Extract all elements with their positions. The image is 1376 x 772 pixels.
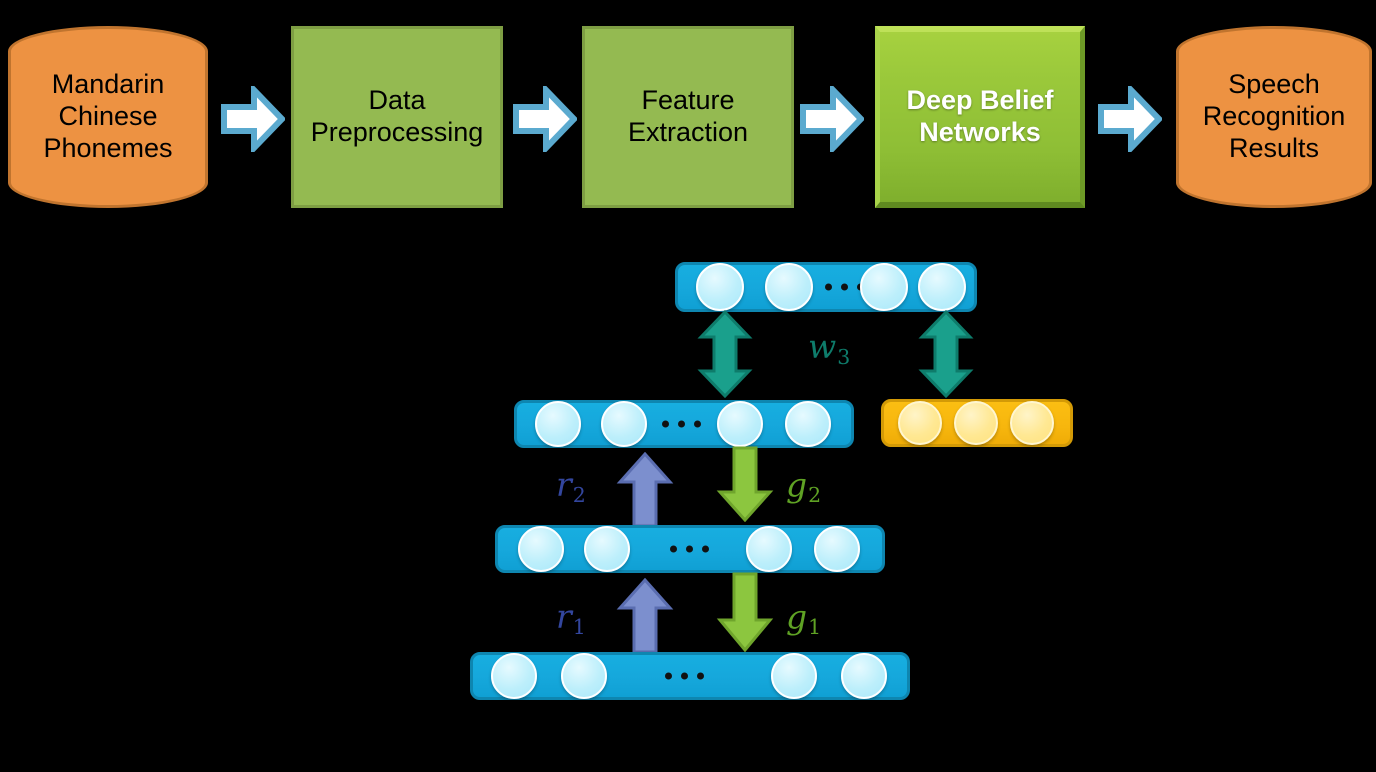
dbn-unit <box>601 401 647 447</box>
dbn-units-ellipsis <box>670 545 709 553</box>
chevron-right-arrow-icon-1 <box>221 86 285 152</box>
dbn-unit <box>1010 401 1054 445</box>
dbn-unit <box>771 653 817 699</box>
dbn-units-ellipsis <box>665 672 704 680</box>
dbn-units-ellipsis <box>662 420 701 428</box>
dbn-unit <box>785 401 831 447</box>
dbn-unit <box>918 263 966 311</box>
chevron-right-arrow-icon-4 <box>1098 86 1162 152</box>
dbn-layer-label-units <box>881 399 1073 447</box>
dbn-weight-label-w3: w3 <box>808 327 851 369</box>
dbn-unit <box>814 526 860 572</box>
dbn-generative-weight-label-g1: g1 <box>786 597 822 639</box>
dbn-unit <box>746 526 792 572</box>
dbn-unit <box>518 526 564 572</box>
dbn-generative-weight-label-g2: g2 <box>786 465 822 507</box>
double-headed-vertical-arrow-icon-w3-left <box>694 310 756 398</box>
dbn-unit <box>898 401 942 445</box>
dbn-unit <box>954 401 998 445</box>
dbn-layer-top-hidden <box>675 262 977 312</box>
dbn-layer-hidden-1 <box>495 525 885 573</box>
dbn-unit <box>717 401 763 447</box>
dbn-unit <box>841 653 887 699</box>
dbn-unit <box>860 263 908 311</box>
down-arrow-icon-g2 <box>716 446 774 522</box>
dbn-recognition-weight-label-r1: r1 <box>556 597 586 639</box>
double-headed-vertical-arrow-icon-w3-right <box>915 310 977 398</box>
chevron-right-arrow-icon-2 <box>513 86 577 152</box>
dbn-unit <box>491 653 537 699</box>
dbn-layer-hidden-2 <box>514 400 854 448</box>
dbn-unit <box>561 653 607 699</box>
chevron-right-arrow-icon-3 <box>800 86 864 152</box>
dbn-layer-visible-input <box>470 652 910 700</box>
dbn-units-ellipsis <box>825 283 864 291</box>
dbn-unit <box>535 401 581 447</box>
up-arrow-icon-r2 <box>616 452 674 528</box>
dbn-unit <box>584 526 630 572</box>
down-arrow-icon-g1 <box>716 572 774 652</box>
dbn-recognition-weight-label-r2: r2 <box>556 465 586 507</box>
dbn-unit <box>765 263 813 311</box>
up-arrow-icon-r1 <box>616 578 674 654</box>
dbn-unit <box>696 263 744 311</box>
